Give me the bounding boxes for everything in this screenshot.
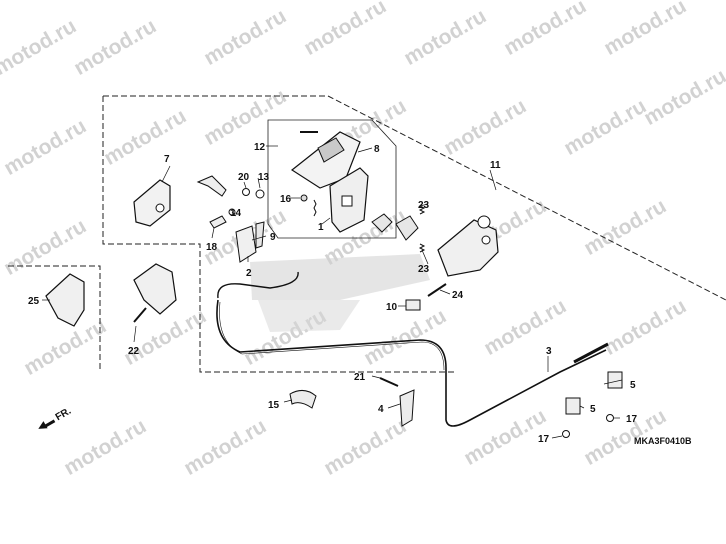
- diagram-code: MKA3F0410B: [634, 436, 692, 446]
- part-cable-stay: [399, 389, 415, 427]
- part-knob: [371, 213, 419, 241]
- part-bracket: [235, 221, 265, 263]
- callout-4: 4: [378, 404, 384, 415]
- callout-21: 21: [354, 372, 366, 383]
- callout-24: 24: [452, 290, 464, 301]
- part-washer: [242, 188, 250, 196]
- callout-18: 18: [206, 242, 218, 253]
- part-washer: [255, 189, 265, 199]
- assembly-frame-outline: [102, 95, 726, 373]
- callout-23a: 23: [418, 200, 430, 211]
- leader-lines: [42, 145, 623, 439]
- callout-22: 22: [128, 346, 140, 357]
- callout-5b: 5: [590, 404, 596, 415]
- part-clip: [607, 371, 623, 389]
- callout-23b: 23: [418, 264, 430, 275]
- callout-15: 15: [268, 400, 280, 411]
- callout-1: 1: [318, 222, 324, 233]
- part-screw: [562, 430, 570, 438]
- left-inset-frame: [8, 265, 101, 372]
- part-bolt: [196, 175, 227, 197]
- callout-12: 12: [254, 142, 266, 153]
- part-bolt: [379, 377, 399, 387]
- callout-8: 8: [374, 144, 380, 155]
- callout-17b: 17: [538, 434, 550, 445]
- callout-13: 13: [258, 172, 270, 183]
- callout-2: 2: [246, 268, 252, 279]
- part-cable-clamp: [289, 390, 317, 409]
- handlebar-emblem-shading: [250, 254, 430, 332]
- callout-7: 7: [164, 154, 170, 165]
- callout-14: 14: [230, 208, 242, 219]
- part-lever-mount: [133, 179, 171, 227]
- part-bolt: [133, 307, 147, 323]
- callout-5a: 5: [630, 380, 636, 391]
- part-clamp-holder: [45, 263, 177, 327]
- part-spring: [313, 199, 317, 217]
- part-nut: [300, 194, 308, 202]
- part-clip: [565, 397, 581, 415]
- callout-9: 9: [270, 232, 276, 243]
- subassembly-box: [267, 119, 397, 239]
- callout-17a: 17: [626, 414, 638, 425]
- part-switch-body: [329, 167, 369, 233]
- part-lock-housing: [437, 215, 499, 277]
- part-clip: [405, 299, 421, 311]
- part-lever: [290, 131, 361, 189]
- callout-25: 25: [28, 296, 40, 307]
- part-screw: [209, 215, 227, 229]
- part-spring: [418, 205, 426, 215]
- part-spring: [418, 243, 426, 253]
- callout-20: 20: [238, 172, 250, 183]
- part-cable-end: [573, 342, 609, 364]
- callout-10: 10: [386, 302, 398, 313]
- part-screw: [427, 283, 447, 297]
- part-cable: [216, 271, 607, 427]
- callout-16: 16: [280, 194, 292, 205]
- part-screw: [606, 414, 614, 422]
- callout-3: 3: [546, 346, 552, 357]
- callout-11: 11: [490, 160, 501, 171]
